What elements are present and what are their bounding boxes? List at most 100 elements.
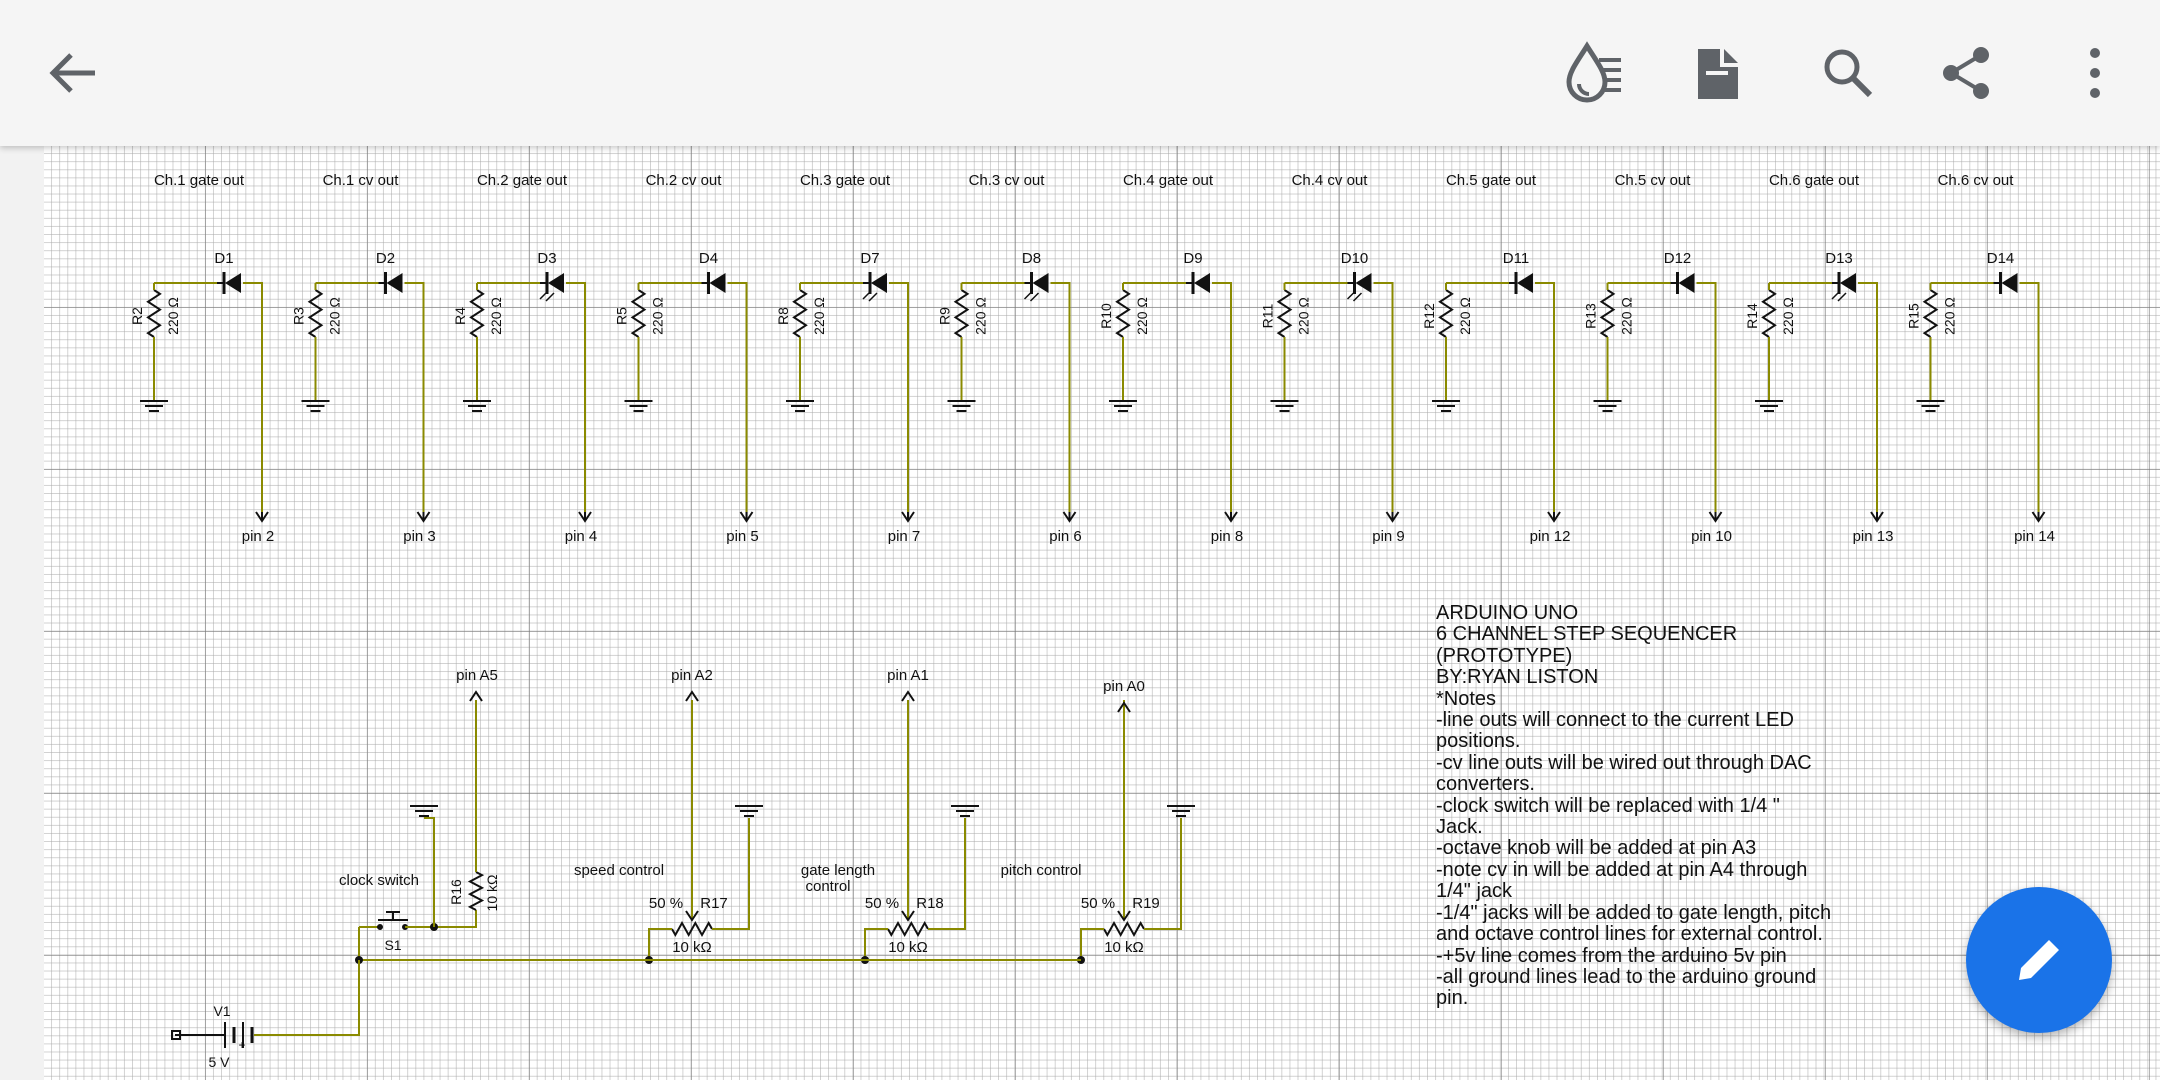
ground-icon [735, 805, 763, 817]
layers-button[interactable] [1554, 33, 1634, 113]
resistor-value: 220 Ω [165, 297, 181, 335]
channel-header: Ch.6 cv out [1938, 172, 2015, 189]
pushbutton-symbol [378, 911, 408, 921]
pin-arrow [1117, 701, 1131, 713]
wire [1373, 282, 1394, 512]
resistor-value: 220 Ω [973, 297, 989, 335]
document-button[interactable] [1678, 33, 1758, 113]
edit-fab-button[interactable] [1966, 887, 2112, 1033]
pin-label: pin A2 [671, 667, 713, 684]
wire [243, 282, 263, 512]
ground-icon [301, 400, 330, 412]
switch-ref: S1 [384, 937, 401, 953]
more-vert-icon [2090, 48, 2100, 98]
search-icon [1824, 49, 1873, 98]
switch-contact [377, 924, 383, 930]
resistor-symbol [1599, 289, 1616, 338]
back-button[interactable] [33, 33, 113, 113]
wire [648, 928, 672, 960]
pin-label: pin 3 [403, 528, 436, 545]
potentiometer-symbol [887, 920, 929, 938]
diode-ref: D11 [1503, 250, 1529, 267]
pot-wiper-value: 50 % [865, 895, 899, 912]
resistor-ref: R11 [1260, 303, 1276, 328]
resistor-symbol [1115, 289, 1131, 338]
pin-label: pin 12 [1530, 528, 1571, 545]
wire [928, 818, 966, 930]
resistor-value: 220 Ω [811, 297, 827, 335]
pot-label: pitch control [1001, 862, 1082, 879]
resistor-ref: R9 [937, 307, 953, 325]
schematic-canvas[interactable] [44, 146, 2160, 1080]
pin-arrow [469, 690, 483, 702]
diode-ref: D8 [1022, 250, 1041, 267]
diode-symbol [1678, 273, 1695, 293]
resistor-symbol [307, 289, 324, 338]
channel-header: Ch.3 cv out [969, 172, 1046, 189]
pin-arrow [901, 690, 915, 702]
ground-icon [1593, 400, 1622, 412]
ground-icon [786, 400, 814, 412]
back-arrow-icon [49, 53, 95, 93]
diode-symbol [1840, 273, 1856, 293]
resistor-ref: R3 [291, 307, 307, 325]
pot-wiper-value: 50 % [1081, 895, 1115, 912]
share-button[interactable] [1927, 33, 2007, 113]
resistor-ref: R12 [1421, 303, 1437, 329]
battery-terminal [171, 1030, 181, 1040]
resistor-symbol [1276, 289, 1293, 338]
wire [2019, 282, 2040, 512]
search-button[interactable] [1808, 33, 1888, 113]
diode-ref: D13 [1825, 250, 1853, 267]
pin-label: pin 10 [1691, 528, 1732, 545]
diode-ref: D2 [376, 250, 395, 267]
ground-icon [1167, 805, 1195, 817]
resistor-ref: R14 [1744, 303, 1760, 329]
diode-symbol [1355, 273, 1372, 293]
pot-ref: R17 [700, 895, 728, 912]
resistor-ref: R2 [129, 307, 145, 325]
resistor-ref: R15 [1906, 303, 1922, 329]
ground-icon [140, 400, 168, 412]
ground-icon [1270, 400, 1299, 412]
wire [1696, 282, 1717, 512]
channel-header: Ch.6 gate out [1769, 172, 1860, 189]
pin-label: pin 8 [1211, 528, 1244, 545]
pencil-icon [2019, 934, 2065, 980]
wire [1212, 282, 1232, 512]
wiper-arrow [901, 910, 915, 922]
channel-header: Ch.5 cv out [1615, 172, 1692, 189]
wire [1858, 282, 1878, 512]
ground-icon [1109, 400, 1137, 412]
wire [1535, 282, 1555, 512]
wire [889, 282, 909, 512]
wire [566, 282, 586, 512]
resistor-value: 220 Ω [1457, 297, 1473, 335]
led-rays [862, 290, 878, 302]
channel-header: Ch.4 gate out [1123, 172, 1214, 189]
resistor-ref: R10 [1098, 303, 1114, 329]
more-options-button[interactable] [2055, 33, 2135, 113]
channel-header: Ch.4 cv out [1292, 172, 1369, 189]
diode-symbol [1032, 273, 1049, 293]
resistor-value: 10 kΩ [484, 875, 500, 912]
diode-symbol [871, 273, 887, 293]
wire [727, 282, 748, 512]
diode-ref: D12 [1664, 250, 1692, 267]
clock-label: clock switch [339, 872, 419, 889]
diode-symbol [709, 273, 726, 293]
pot-label: control [805, 878, 850, 895]
led-rays [1023, 290, 1040, 302]
channel-header: Ch.1 cv out [323, 172, 400, 189]
battery-ref: V1 [213, 1003, 230, 1019]
led-rays [539, 290, 555, 302]
channel-header: Ch.2 gate out [477, 172, 568, 189]
resistor-ref: R4 [452, 307, 468, 325]
resistor-symbol [792, 289, 808, 338]
pot-ref: R18 [916, 895, 944, 912]
pin-label: pin 13 [1853, 528, 1894, 545]
resistor-value: 220 Ω [488, 297, 504, 335]
pot-value: 10 kΩ [888, 939, 928, 956]
diode-ref: D14 [1987, 250, 2015, 267]
